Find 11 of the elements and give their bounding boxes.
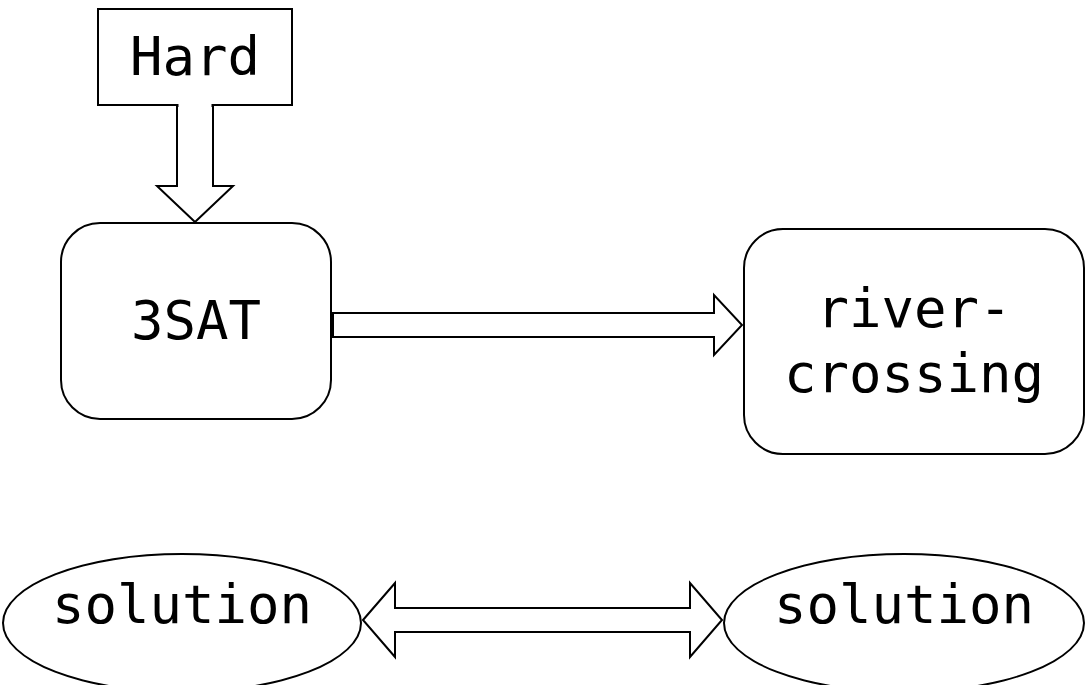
node-label: Hard	[129, 24, 260, 90]
process-box	[60, 222, 332, 420]
node-label: river-crossing	[782, 276, 1046, 407]
process-box	[743, 228, 1085, 455]
block-arrow	[332, 292, 744, 358]
block-arrow	[154, 105, 236, 224]
label-box	[97, 8, 293, 106]
node-label: solution	[773, 573, 1035, 638]
block-arrow	[361, 580, 724, 660]
node-label: 3SAT	[130, 288, 261, 354]
node-label: solution	[51, 573, 313, 638]
